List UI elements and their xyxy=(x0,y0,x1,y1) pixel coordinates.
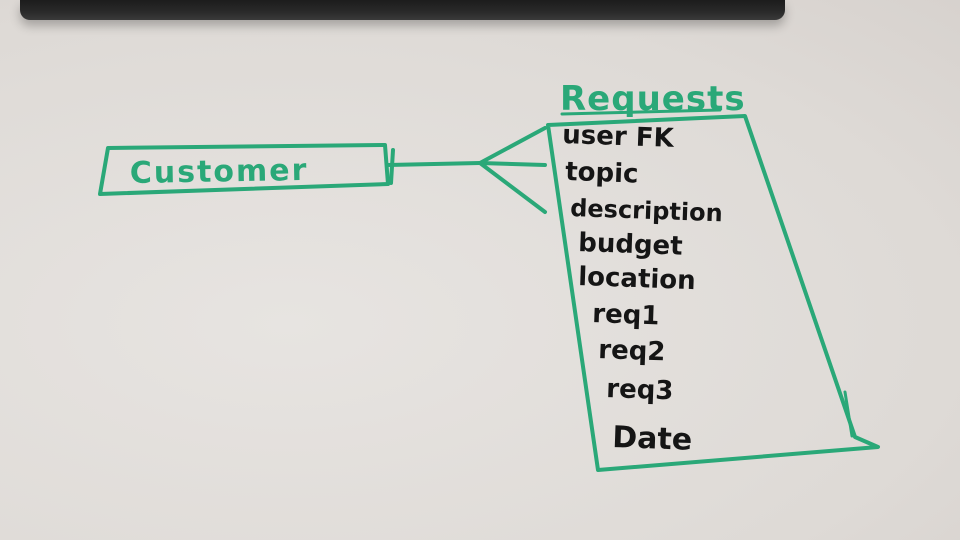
relationship-connector xyxy=(386,126,547,214)
entity-requests-field: Date xyxy=(612,420,693,458)
crows-foot-icon xyxy=(478,126,547,214)
entity-requests-field: req1 xyxy=(592,299,660,331)
entity-requests-field: req3 xyxy=(606,374,674,406)
entity-requests-box-shadow-edge xyxy=(843,390,854,438)
entity-requests-fields: user FKtopicdescriptionbudgetlocationreq… xyxy=(562,120,723,458)
entity-requests: Requests user FKtopicdescriptionbudgetlo… xyxy=(546,79,880,472)
laptop-edge xyxy=(20,0,785,20)
entity-requests-field: user FK xyxy=(562,120,675,154)
relationship-line xyxy=(386,161,482,167)
entity-requests-field: budget xyxy=(578,228,683,262)
entity-requests-box xyxy=(546,114,880,472)
entity-requests-field: topic xyxy=(565,157,639,190)
entity-customer-name: Customer xyxy=(130,153,309,191)
entity-requests-field: req2 xyxy=(598,335,666,367)
entity-customer: Customer xyxy=(98,143,390,196)
entity-requests-field: location xyxy=(578,262,696,296)
entity-requests-title-underline xyxy=(560,108,722,116)
relationship-one-tick xyxy=(389,148,395,185)
entity-requests-field: description xyxy=(570,194,723,227)
entity-customer-box xyxy=(98,143,390,196)
